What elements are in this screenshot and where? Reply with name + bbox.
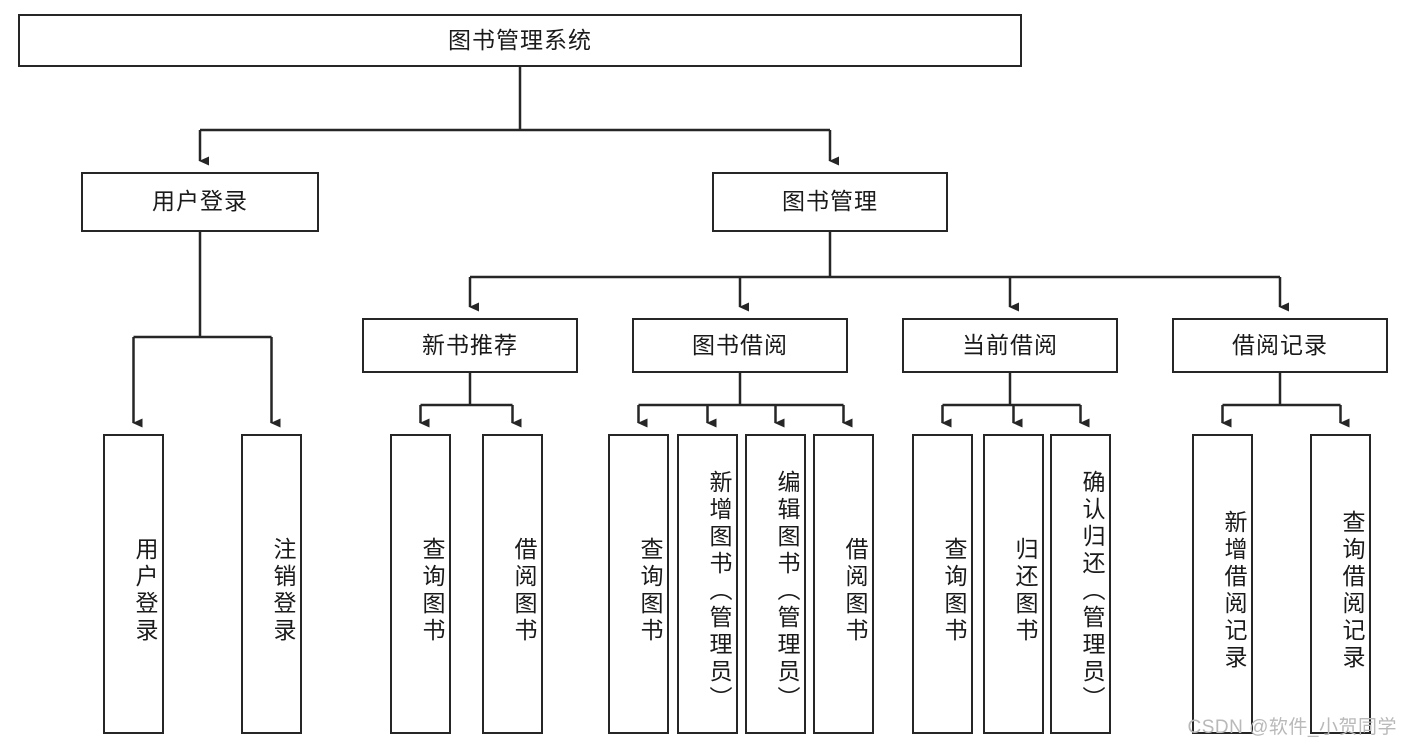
node-leaf-user-logout[interactable]: 注销登录 <box>241 434 302 734</box>
node-leaf-add-book-admin[interactable]: 新增图书（管理员） <box>677 434 738 734</box>
node-label: 确认归还（管理员） <box>1079 469 1105 713</box>
node-label: 借阅记录 <box>1232 331 1328 358</box>
node-label: 图书管理系统 <box>448 26 592 53</box>
node-label: 编辑图书（管理员） <box>774 469 800 713</box>
node-leaf-borrow-book-rec[interactable]: 借阅图书 <box>482 434 543 734</box>
node-leaf-borrow-book[interactable]: 借阅图书 <box>813 434 874 734</box>
node-user-login[interactable]: 用户登录 <box>81 172 319 232</box>
node-leaf-query-book-borrow[interactable]: 查询图书 <box>608 434 669 734</box>
node-label: 查询图书 <box>941 537 967 645</box>
node-label: 查询图书 <box>419 537 445 645</box>
node-label: 图书借阅 <box>692 331 788 358</box>
node-label: 新增图书（管理员） <box>706 469 732 713</box>
node-label: 借阅图书 <box>511 537 537 645</box>
node-label: 用户登录 <box>132 537 158 645</box>
node-label: 图书管理 <box>782 188 878 215</box>
node-label: 查询借阅记录 <box>1339 510 1365 672</box>
node-leaf-return-book[interactable]: 归还图书 <box>983 434 1044 734</box>
node-current-borrow[interactable]: 当前借阅 <box>902 318 1118 373</box>
node-label: 借阅图书 <box>842 537 868 645</box>
node-label: 当前借阅 <box>962 331 1058 358</box>
csdn-watermark: CSDN @软件_小贺同学 <box>1187 717 1397 738</box>
node-root[interactable]: 图书管理系统 <box>18 14 1022 67</box>
node-leaf-query-book-current[interactable]: 查询图书 <box>912 434 973 734</box>
node-leaf-query-borrow-record[interactable]: 查询借阅记录 <box>1310 434 1371 734</box>
node-leaf-edit-book-admin[interactable]: 编辑图书（管理员） <box>745 434 806 734</box>
node-leaf-add-borrow-record[interactable]: 新增借阅记录 <box>1192 434 1253 734</box>
node-leaf-query-book-rec[interactable]: 查询图书 <box>390 434 451 734</box>
node-leaf-user-login[interactable]: 用户登录 <box>103 434 164 734</box>
node-label: 用户登录 <box>152 188 248 215</box>
node-book-borrow[interactable]: 图书借阅 <box>632 318 848 373</box>
node-borrow-record[interactable]: 借阅记录 <box>1172 318 1388 373</box>
node-label: 新书推荐 <box>422 331 518 358</box>
node-label: 查询图书 <box>637 537 663 645</box>
node-book-manage[interactable]: 图书管理 <box>712 172 948 232</box>
node-label: 新增借阅记录 <box>1221 510 1247 672</box>
node-label: 注销登录 <box>270 537 296 645</box>
node-label: 归还图书 <box>1012 537 1038 645</box>
node-leaf-confirm-return-admin[interactable]: 确认归还（管理员） <box>1050 434 1111 734</box>
node-new-book-recommend[interactable]: 新书推荐 <box>362 318 578 373</box>
